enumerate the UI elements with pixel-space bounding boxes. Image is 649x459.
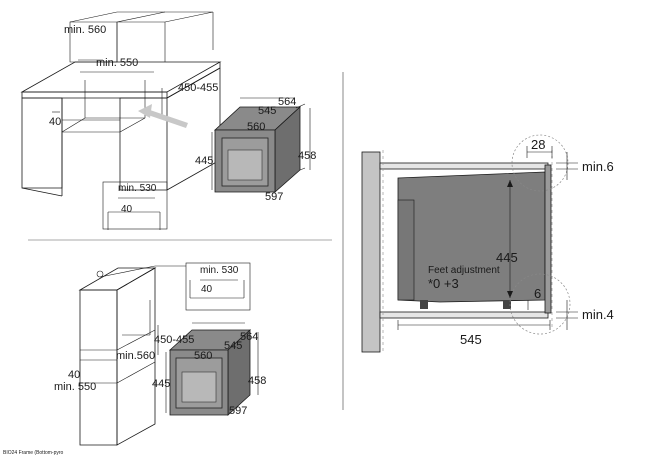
top-458-label: 458 [298,150,316,162]
bottom-597-label: 597 [229,405,247,417]
top-detail-min-530-label: min. 530 [118,183,157,194]
insert-arrow [148,110,188,128]
bottom-445-label: 445 [152,378,170,390]
side-28-label: 28 [531,137,545,152]
top-545-label: 545 [258,105,276,117]
bottom-458-label: 458 [248,375,266,387]
bottom-564-label: 564 [240,331,258,343]
side-feet-adjustment-label: Feet adjustment [428,265,500,276]
top-597-label: 597 [265,191,283,203]
side-445-label: 445 [496,250,518,265]
top-oven-drawing [211,97,311,193]
top-40-label: 40 [49,116,61,128]
bottom-min-550-label: min. 550 [54,381,96,393]
bottom-min-560-label: min.560 [116,350,155,362]
bottom-560-label: 560 [194,350,212,362]
bottom-detail-40-label: 40 [201,284,213,295]
side-min-6-label: min.6 [582,159,614,174]
top-450-455-label: 450-455 [178,82,218,94]
side-feet-range-label: *0 +3 [428,276,459,291]
bottom-detail-min-530-label: min. 530 [200,265,239,276]
top-min-550-label: min. 550 [96,57,138,69]
bottom-cabinet-drawing [78,262,251,446]
top-560-label: 560 [247,121,265,133]
top-564-label: 564 [278,96,296,108]
top-cabinet-drawing [20,11,222,230]
bottom-40-label: 40 [68,369,80,381]
top-detail-40-label: 40 [121,204,133,215]
footer-caption: BIO24 Frame (Bottom-pyro [3,450,64,456]
side-min-4-label: min.4 [582,307,614,322]
side-view-drawing [361,134,578,353]
bottom-450-455-label: 450-455 [154,334,194,346]
bottom-545-label: 545 [224,340,242,352]
side-545-label: 545 [460,332,482,347]
bottom-oven-drawing [165,322,259,416]
top-min-560-label: min. 560 [64,24,106,36]
side-6-label: 6 [534,286,541,301]
top-445-label: 445 [195,155,213,167]
